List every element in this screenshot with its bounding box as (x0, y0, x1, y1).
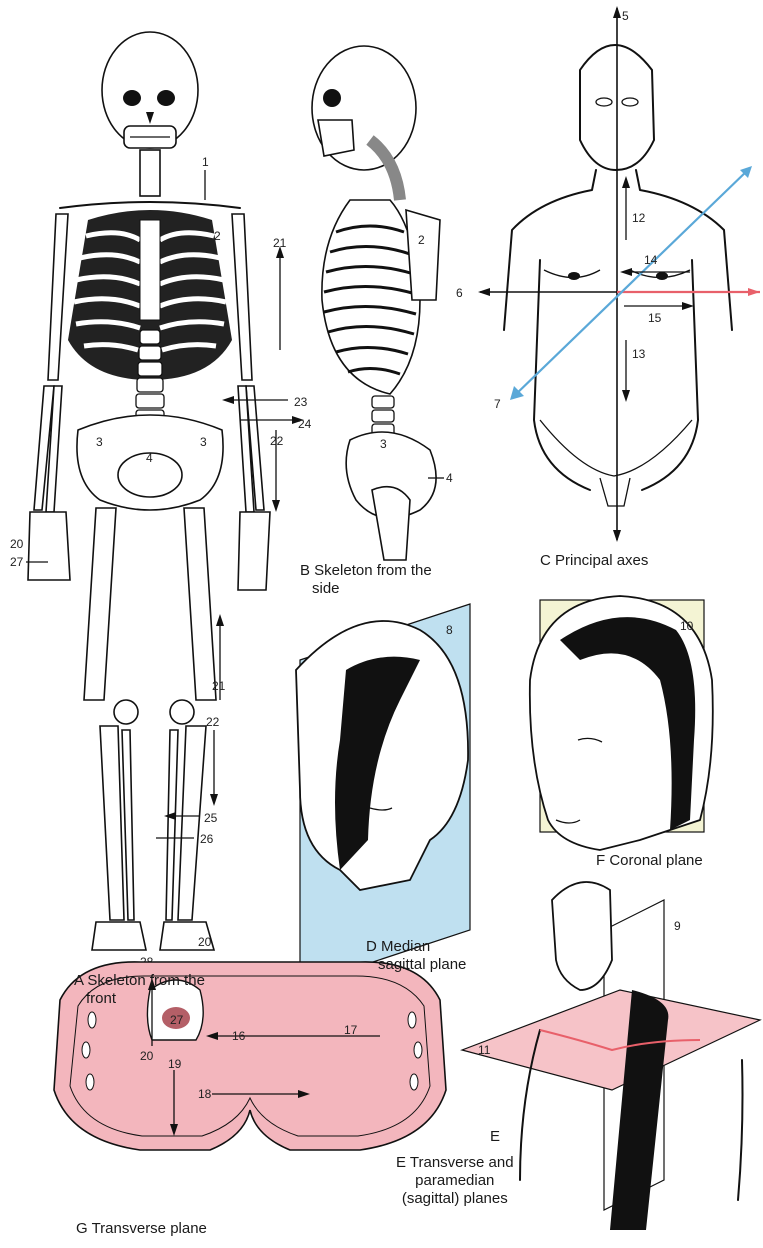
label-7: 7 (494, 397, 501, 411)
label-24: 24 (298, 417, 312, 431)
caption-b-line2: side (300, 580, 432, 598)
label-20-section: 20 (140, 1049, 154, 1063)
caption-e: E Transverse and paramedian (sagittal) p… (396, 1154, 514, 1208)
label-8: 8 (446, 623, 453, 637)
caption-c: C Principal axes (540, 552, 648, 570)
skeleton-side: 2 3 4 (312, 46, 453, 560)
label-6: 6 (456, 286, 463, 300)
label-23: 23 (294, 395, 308, 409)
label-12: 12 (632, 211, 646, 225)
label-16: 16 (232, 1029, 246, 1043)
label-3-left: 3 (96, 435, 103, 449)
label-4-side: 4 (446, 471, 453, 485)
caption-a-line1: A Skeleton from the (74, 972, 205, 990)
caption-e-line1: E Transverse and (396, 1154, 514, 1172)
label-21-upper: 21 (273, 236, 287, 250)
caption-f: F Coronal plane (596, 852, 703, 870)
caption-e-letter: E (490, 1128, 500, 1146)
label-11: 11 (478, 1043, 491, 1057)
median-sagittal-plane-figure: 8 (296, 604, 470, 986)
label-2-front: 2 (214, 229, 221, 243)
skeleton-front: 1 2 3 3 4 21 22 23 24 20 27 21 22 25 26 … (10, 32, 312, 969)
principal-axes-figure: 5 6 7 12 13 14 15 (456, 6, 760, 542)
label-21-lower: 21 (212, 679, 226, 693)
caption-a-line2: front (74, 990, 205, 1008)
label-19: 19 (168, 1057, 182, 1071)
coronal-plane-figure: 10 (530, 596, 713, 850)
caption-a: A Skeleton from the front (74, 972, 205, 1008)
caption-d: D Median sagittal plane (366, 938, 466, 974)
label-17: 17 (344, 1023, 358, 1037)
label-25: 25 (204, 811, 218, 825)
label-1: 1 (202, 155, 209, 169)
caption-d-line1: D Median (366, 938, 466, 956)
label-22-lower: 22 (206, 715, 220, 729)
label-22-upper: 22 (270, 434, 284, 448)
label-3-right: 3 (200, 435, 207, 449)
label-3-side: 3 (380, 437, 387, 451)
label-27-section: 27 (170, 1013, 184, 1027)
caption-e-line2: paramedian (396, 1172, 514, 1190)
label-20-foot: 20 (198, 935, 212, 949)
label-2-side: 2 (418, 233, 425, 247)
label-13: 13 (632, 347, 646, 361)
label-20-hand: 20 (10, 537, 24, 551)
caption-d-line2: sagittal plane (366, 956, 466, 974)
label-18: 18 (198, 1087, 212, 1101)
caption-e-line3: (sagittal) planes (396, 1190, 514, 1208)
label-14: 14 (644, 253, 658, 267)
label-10: 10 (680, 619, 694, 633)
label-15: 15 (648, 311, 662, 325)
label-9: 9 (674, 919, 681, 933)
label-26: 26 (200, 832, 214, 846)
label-5: 5 (622, 9, 629, 23)
label-4-front: 4 (146, 451, 153, 465)
label-27: 27 (10, 555, 24, 569)
caption-b-line1: B Skeleton from the (300, 562, 432, 580)
caption-b: B Skeleton from the side (300, 562, 432, 598)
caption-g: G Transverse plane (76, 1220, 207, 1238)
